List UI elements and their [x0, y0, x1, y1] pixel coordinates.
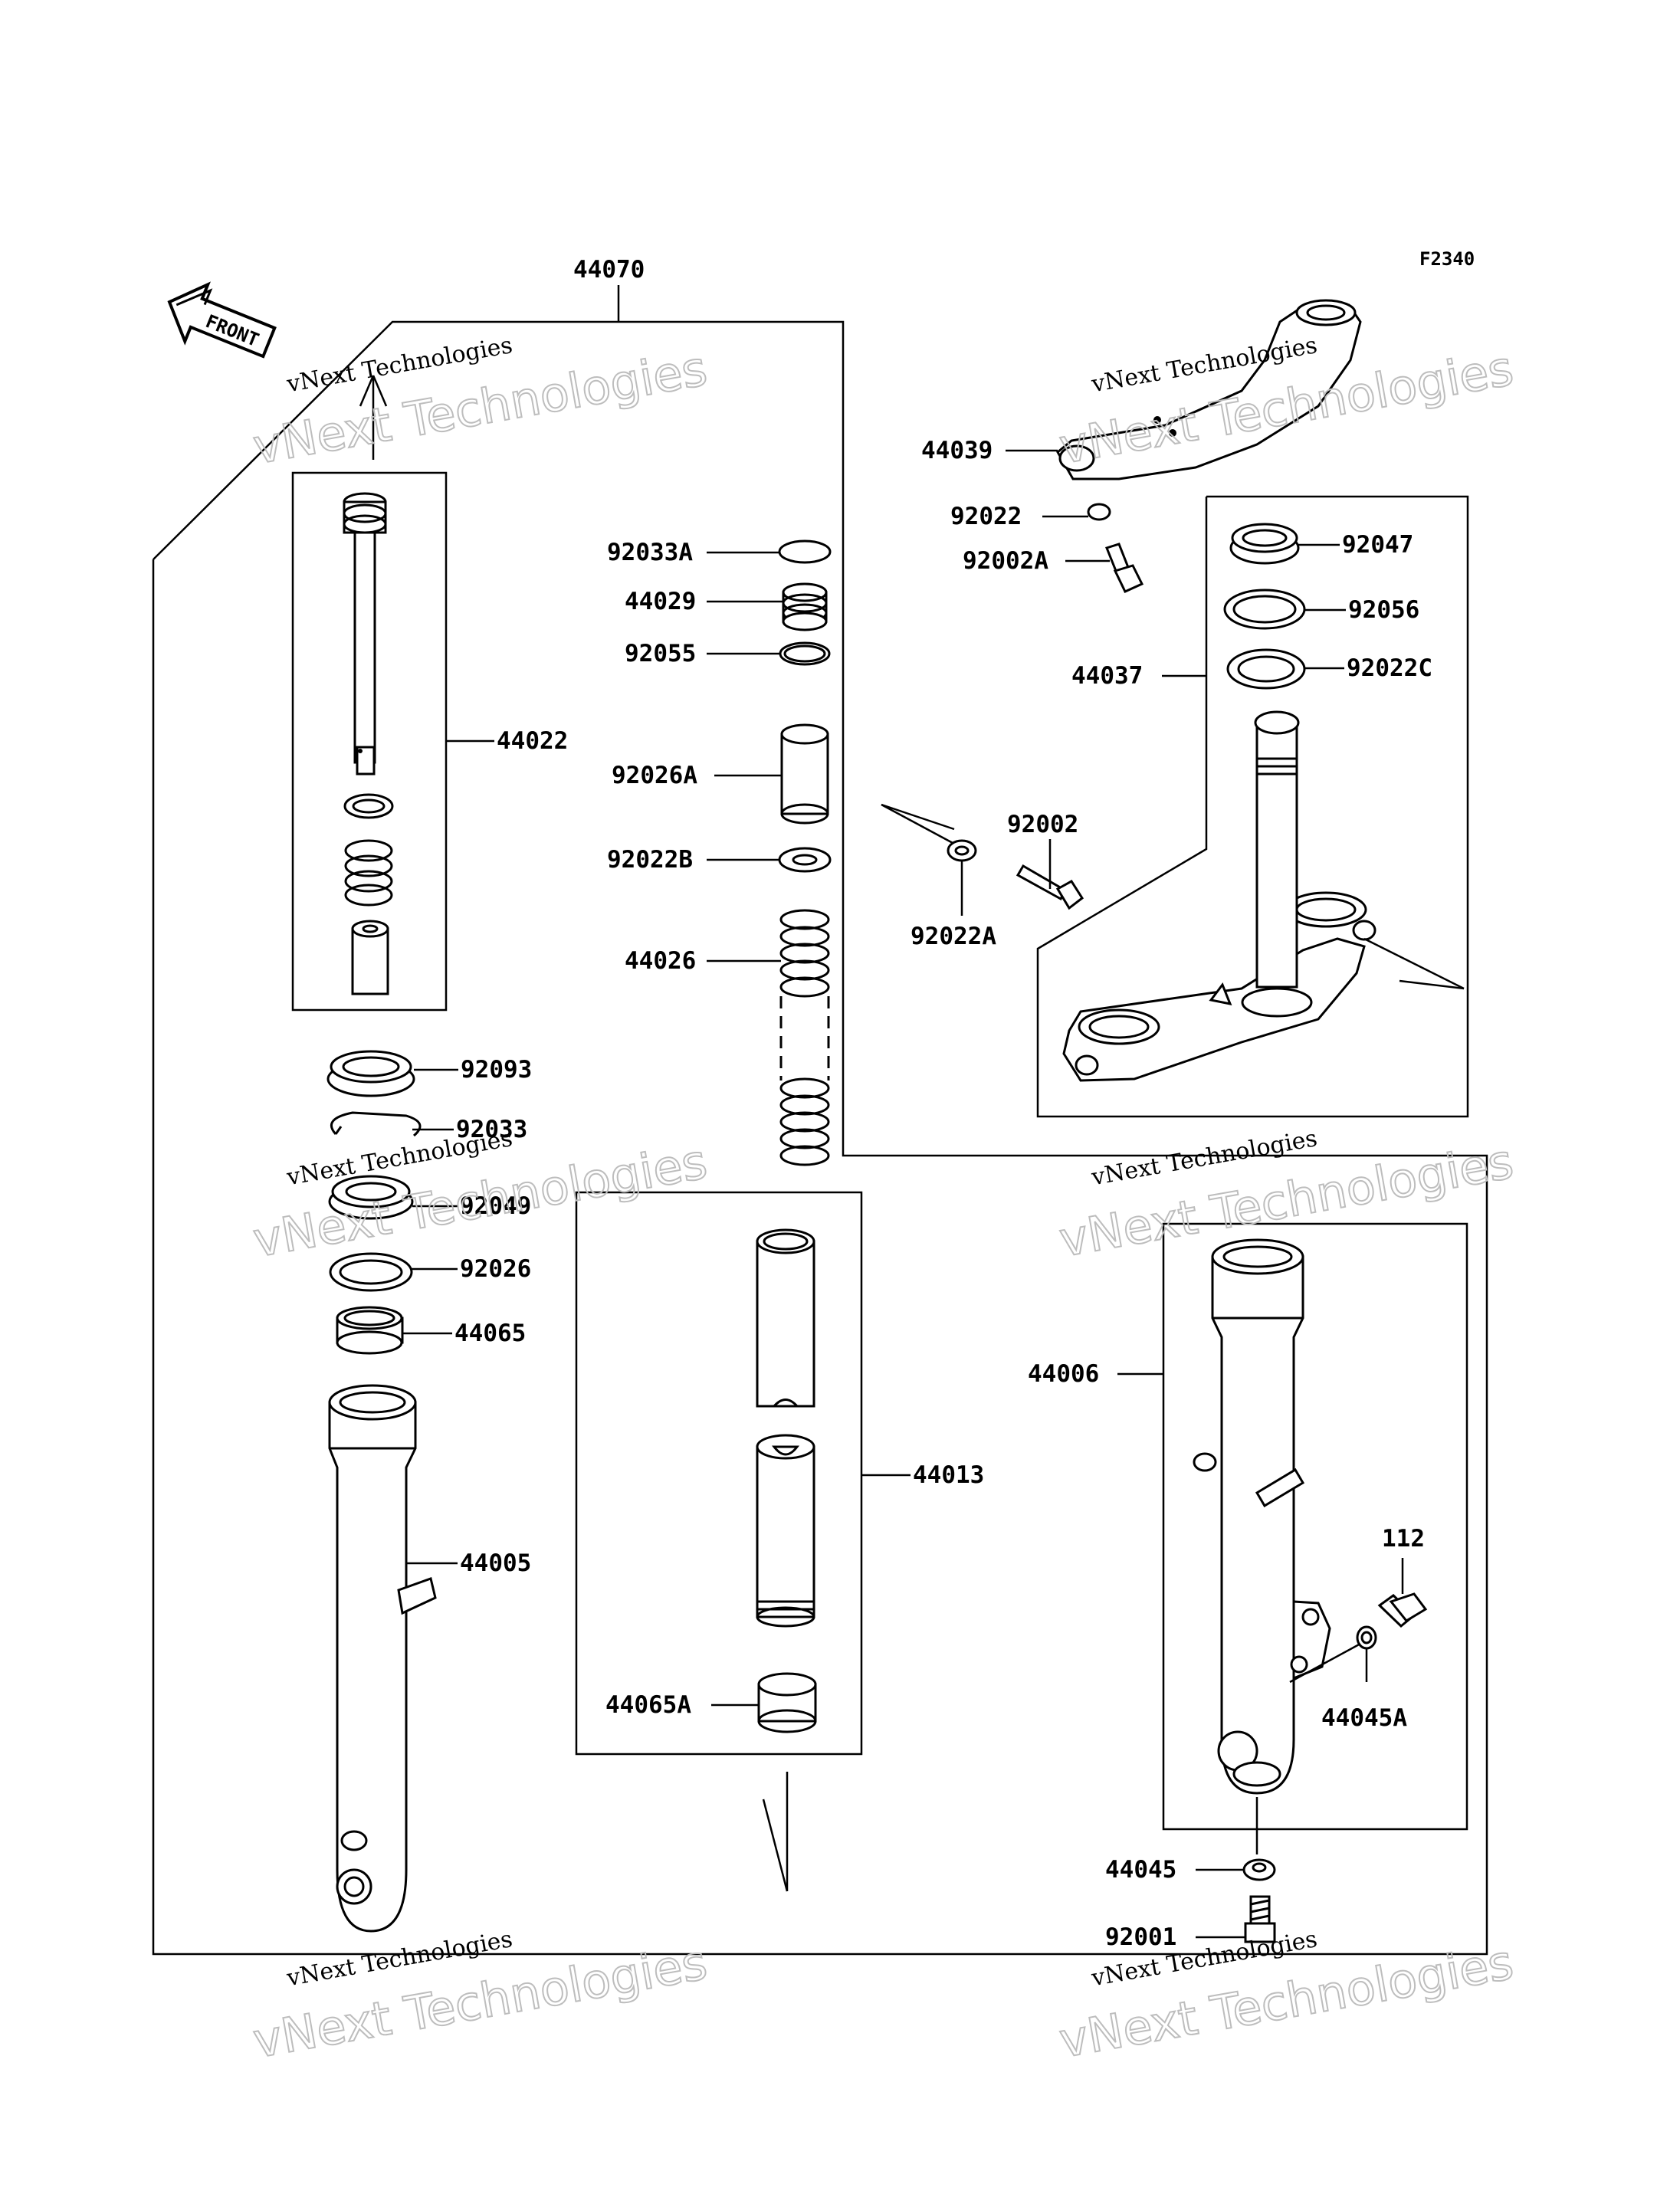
label-44005: 44005	[460, 1549, 531, 1577]
label-92056: 92056	[1348, 596, 1419, 624]
part-44013-inner-tube-lower	[756, 1434, 815, 1628]
part-92056-seal	[1223, 589, 1306, 630]
part-92022a-washer	[947, 839, 977, 862]
part-44022-rebound-spring	[344, 839, 393, 907]
label-92002A: 92002A	[963, 547, 1048, 575]
part-44029-cap	[782, 582, 828, 631]
label-44070: 44070	[573, 256, 645, 284]
label-92026: 92026	[460, 1255, 531, 1283]
part-92022-washer	[1087, 503, 1111, 521]
label-92047: 92047	[1342, 531, 1413, 559]
assembly-outline-44070	[152, 320, 1488, 1956]
part-44006-outer-tube-right	[1193, 1238, 1331, 1795]
label-44006: 44006	[1028, 1360, 1099, 1388]
part-92022c-washer	[1226, 648, 1306, 690]
part-44022-washer	[343, 793, 394, 819]
label-92049: 92049	[460, 1192, 531, 1220]
part-44022-oil-lock-piece	[351, 920, 389, 995]
label-92093: 92093	[461, 1056, 532, 1084]
watermark-bottom-left: vNext Technologies vNext Technologies	[248, 1926, 712, 2070]
label-92026A: 92026A	[612, 762, 697, 789]
label-92022: 92022	[950, 503, 1022, 530]
label-92001: 92001	[1105, 1923, 1176, 1951]
part-112-bleed-bolt	[1377, 1592, 1428, 1628]
part-44039-upper-bracket	[1056, 299, 1362, 480]
part-92026-washer	[329, 1252, 413, 1292]
label-44045A: 44045A	[1321, 1704, 1407, 1732]
front-arrow-icon: FRONT	[167, 281, 277, 359]
label-44065: 44065	[454, 1320, 526, 1347]
part-92002a-bolt	[1105, 543, 1144, 593]
part-44065-guide-bushing	[336, 1306, 404, 1355]
subassembly-box-44006	[1162, 1222, 1468, 1831]
label-92002: 92002	[1007, 811, 1078, 838]
part-44045-washer	[1242, 1858, 1276, 1881]
label-44039: 44039	[921, 437, 993, 464]
subassembly-box-44013	[575, 1191, 863, 1756]
part-44037-steering-stem	[1062, 710, 1376, 1082]
part-44026-fork-spring	[779, 909, 830, 1166]
label-92022C: 92022C	[1347, 654, 1432, 682]
figure-code: F2340	[1419, 248, 1475, 270]
label-112: 112	[1382, 1525, 1425, 1553]
part-44045a-washer	[1356, 1625, 1377, 1650]
label-92055: 92055	[625, 640, 696, 667]
part-92002-bolt	[1016, 864, 1084, 910]
part-92033a-circlip	[778, 539, 832, 564]
watermark-top-left: vNext Technologies vNext Technologies	[248, 332, 712, 476]
label-44065A: 44065A	[605, 1691, 691, 1719]
part-44022-damper-rod	[343, 492, 387, 776]
label-92033A: 92033A	[607, 539, 693, 566]
part-92001-bolt	[1244, 1895, 1276, 1943]
part-92033-retaining-ring	[330, 1111, 422, 1137]
label-44013: 44013	[913, 1461, 984, 1489]
part-92093-dust-seal	[326, 1050, 415, 1097]
label-44026: 44026	[625, 947, 696, 975]
part-44005-outer-fork-tube	[328, 1384, 437, 1933]
label-44029: 44029	[625, 588, 696, 615]
watermark-bottom-right: vNext Technologies vNext Technologies	[1055, 1926, 1518, 2069]
label-92022B: 92022B	[607, 846, 693, 874]
part-92026a-spacer	[780, 723, 829, 825]
part-92047-seal	[1229, 523, 1300, 565]
part-92022b-washer	[778, 847, 832, 873]
label-44037: 44037	[1071, 662, 1143, 690]
label-44022: 44022	[497, 727, 568, 755]
part-44065a-bushing	[757, 1672, 817, 1733]
part-44013-inner-tube-upper	[756, 1228, 815, 1408]
label-44045: 44045	[1105, 1856, 1176, 1884]
label-92022A: 92022A	[911, 923, 996, 950]
label-92033: 92033	[456, 1116, 527, 1143]
part-92049-oil-seal	[328, 1175, 414, 1220]
subassembly-box-44037	[1036, 495, 1469, 1118]
